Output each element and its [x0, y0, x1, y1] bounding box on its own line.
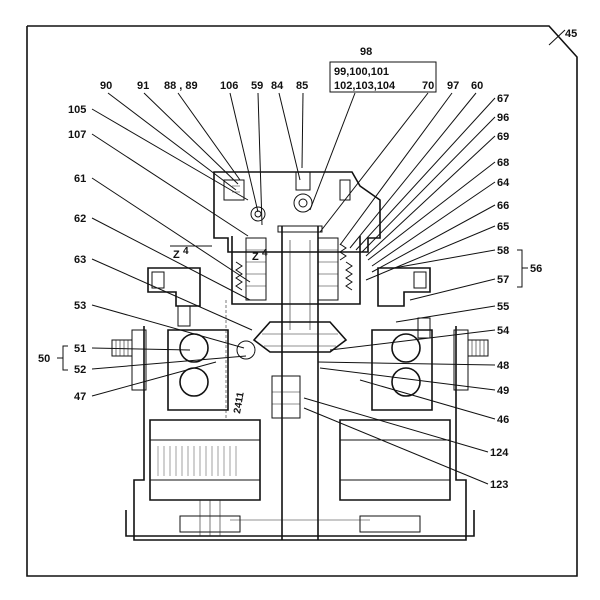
callout-50-bracket	[62, 345, 68, 371]
callout-97: 97	[447, 80, 459, 92]
callout-47: 47	[74, 391, 86, 403]
z-view-mark-center: Z	[252, 251, 259, 263]
callout-66: 66	[497, 200, 509, 212]
callout-46: 46	[497, 414, 509, 426]
callout-51: 51	[74, 343, 86, 355]
callout-88-89: 88 , 89	[164, 80, 198, 92]
callout-105: 105	[68, 104, 86, 116]
frame-border	[26, 25, 578, 577]
callout-98-box	[329, 61, 437, 93]
callout-91: 91	[137, 80, 149, 92]
callout-123: 123	[490, 479, 508, 491]
callout-96: 96	[497, 112, 509, 124]
callout-56: 56	[530, 263, 542, 275]
callout-84: 84	[271, 80, 284, 92]
z-view-arrow-num: 4	[183, 246, 189, 257]
callout-70: 70	[422, 80, 434, 92]
callout-85: 85	[296, 80, 308, 92]
callout-106: 106	[220, 80, 238, 92]
callout-69: 69	[497, 131, 509, 143]
callout-49: 49	[497, 385, 509, 397]
callout-65: 65	[497, 221, 509, 233]
z-view-center-num: 4	[262, 248, 268, 259]
callout-59: 59	[251, 80, 263, 92]
callout-57: 57	[497, 274, 509, 286]
callout-45-leader	[548, 29, 566, 46]
housing-assembly	[111, 171, 489, 541]
callout-67: 67	[497, 93, 509, 105]
callout-62: 62	[74, 213, 86, 225]
callout-124: 124	[490, 447, 509, 459]
callout-61: 61	[74, 173, 86, 185]
callout-90: 90	[100, 80, 112, 92]
callout-50: 50	[38, 353, 50, 365]
callout-55: 55	[497, 301, 509, 313]
callout-98-line1: 99,100,101	[334, 66, 389, 78]
callout-98: 98	[360, 46, 372, 58]
callout-58: 58	[497, 245, 509, 257]
callout-45: 45	[565, 28, 577, 40]
callout-63: 63	[74, 254, 86, 266]
callout-53: 53	[74, 300, 86, 312]
callout-48: 48	[497, 360, 509, 372]
callout-64: 64	[497, 177, 510, 189]
callout-98-line2: 102,103,104	[334, 80, 396, 92]
z-view-mark-left: Z	[173, 249, 180, 261]
stamp-text: 2411	[232, 391, 247, 415]
callout-60: 60	[471, 80, 483, 92]
callout-52: 52	[74, 364, 86, 376]
callout-54: 54	[497, 325, 510, 337]
callout-107: 107	[68, 129, 86, 141]
callout-68: 68	[497, 157, 509, 169]
callout-56-bracket	[517, 249, 523, 288]
